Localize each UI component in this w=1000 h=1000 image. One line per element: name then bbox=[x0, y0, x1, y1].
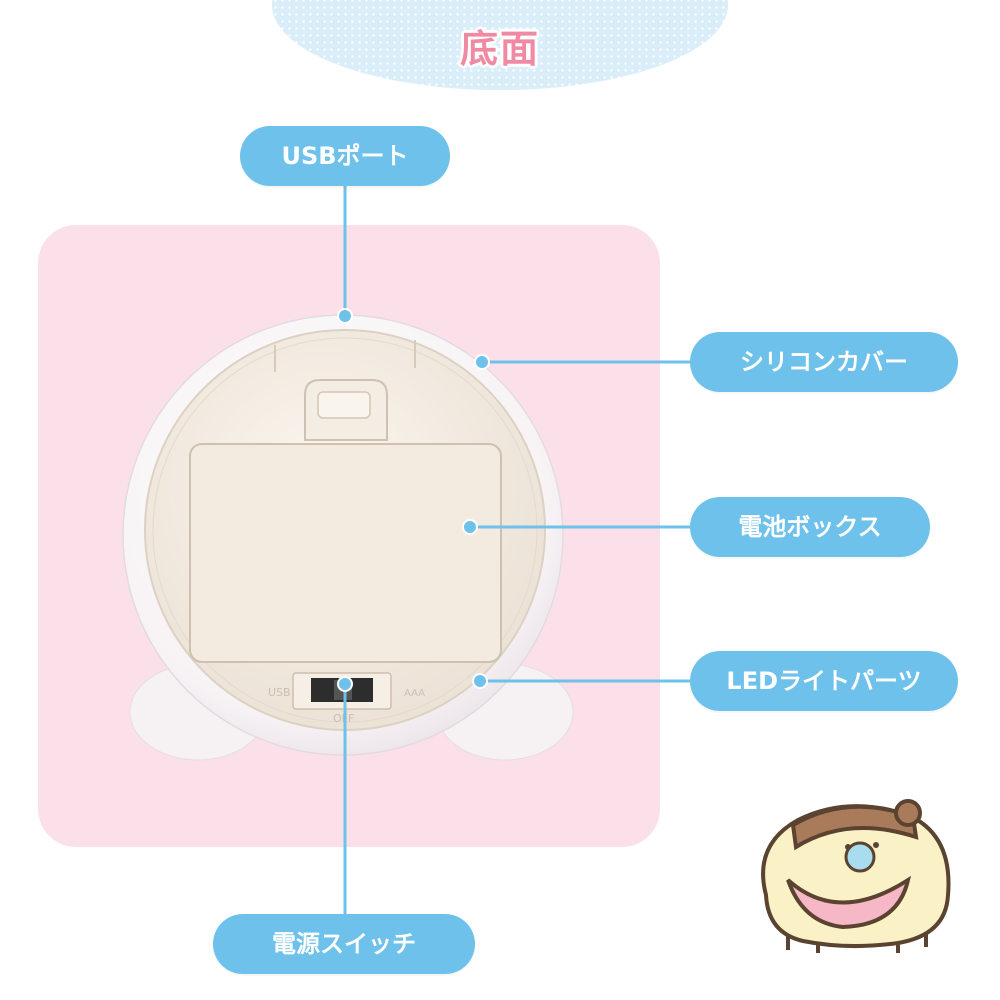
usb-marking: USB bbox=[268, 686, 291, 699]
led-light-marker bbox=[472, 673, 488, 689]
mascot-character-icon bbox=[761, 799, 951, 953]
silicone-cover-marker bbox=[474, 354, 490, 370]
label-silicone-cover: シリコンカバー bbox=[690, 332, 958, 392]
power-switch-marker bbox=[337, 676, 353, 692]
battery-cover bbox=[189, 443, 502, 663]
battery-box-marker bbox=[462, 519, 478, 535]
usb-port-marker bbox=[337, 308, 353, 324]
label-battery-box: 電池ボックス bbox=[690, 497, 930, 557]
aaa-marking: AAA bbox=[404, 688, 425, 699]
label-led-light-parts: LEDライトパーツ bbox=[690, 651, 958, 711]
page-title: 底面 bbox=[459, 27, 540, 71]
label-power-switch: 電源スイッチ bbox=[213, 914, 475, 974]
label-usb-port: USBポート bbox=[240, 126, 450, 186]
